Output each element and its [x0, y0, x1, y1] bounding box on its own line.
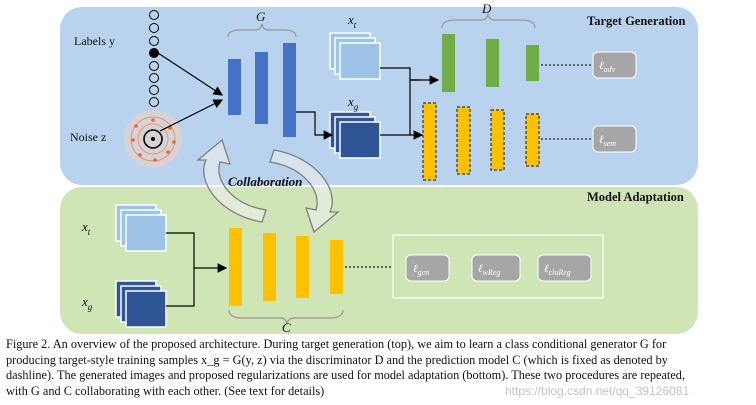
model-adaptation-title: Model Adaptation	[587, 190, 684, 204]
x-t-image-stack	[329, 32, 381, 80]
svg-text:ℓadv: ℓadv	[599, 60, 616, 74]
x-t-label: xt	[347, 12, 357, 30]
loss-adv-box: ℓadv	[592, 51, 637, 79]
architecture-diagram: Target Generation Model Adaptation Label…	[60, 1, 698, 335]
x-g-label: xg	[347, 94, 359, 112]
predictor-layer-3	[296, 236, 309, 298]
loss-sem-box: ℓsem	[592, 125, 637, 153]
c-label: C	[282, 320, 291, 335]
watermark: https://blog.csdn.net/qq_39126081	[505, 384, 690, 398]
generator-layer-3	[283, 43, 296, 137]
caption-line-1: Figure 2. An overview of the proposed ar…	[6, 337, 667, 351]
model-adaptation-panel	[60, 187, 698, 334]
generator-layer-1	[228, 59, 241, 115]
bottom-x-g-image-stack	[115, 280, 167, 328]
g-label: G	[256, 9, 266, 24]
svg-text:ℓgen: ℓgen	[413, 263, 429, 277]
caption-line-4: with G and C collaborating with each oth…	[6, 383, 325, 398]
noise-z-label: Noise z	[70, 130, 106, 144]
predictor-layer-1	[229, 228, 242, 306]
loss-gen-box: ℓgen	[405, 254, 450, 282]
collaboration-label: Collaboration	[228, 174, 302, 189]
predictor-layer-2	[263, 233, 276, 301]
generator-layer-2	[255, 52, 268, 124]
svg-text:ℓsem: ℓsem	[599, 134, 616, 148]
discriminator-layer-3	[526, 45, 539, 81]
labels-y-label: Labels y	[74, 34, 115, 48]
svg-text:ℓwReg: ℓwReg	[478, 263, 500, 277]
figure-caption: Figure 2. An overview of the proposed ar…	[6, 337, 748, 399]
loss-wreg-box: ℓwReg	[471, 254, 521, 282]
fixed-predictor-layer-1	[422, 102, 437, 181]
predictor-layer-4	[330, 240, 343, 294]
target-generation-title: Target Generation	[587, 14, 686, 28]
discriminator-layer-2	[486, 39, 499, 87]
caption-line-2: producing target-style training samples …	[6, 352, 668, 367]
discriminator-layer-1	[442, 34, 455, 92]
noise-icon	[124, 110, 182, 168]
x-g-image-stack	[329, 111, 381, 159]
bottom-x-g-label: xg	[81, 294, 93, 312]
collaboration-cycle-arrows	[196, 138, 340, 234]
fixed-predictor-layer-4	[525, 113, 540, 167]
bottom-x-t-label: xt	[81, 219, 91, 237]
fixed-predictor-layer-2	[456, 106, 471, 175]
d-label: D	[481, 1, 492, 16]
caption-line-3: dashline). The generated images and prop…	[6, 368, 686, 383]
fixed-predictor-layer-3	[490, 109, 505, 171]
bottom-x-t-image-stack	[115, 204, 167, 252]
loss-clureg-box: ℓcluReg	[537, 254, 592, 282]
svg-text:ℓcluReg: ℓcluReg	[544, 263, 571, 277]
regularization-frame	[392, 234, 604, 299]
label-dots	[149, 10, 159, 107]
